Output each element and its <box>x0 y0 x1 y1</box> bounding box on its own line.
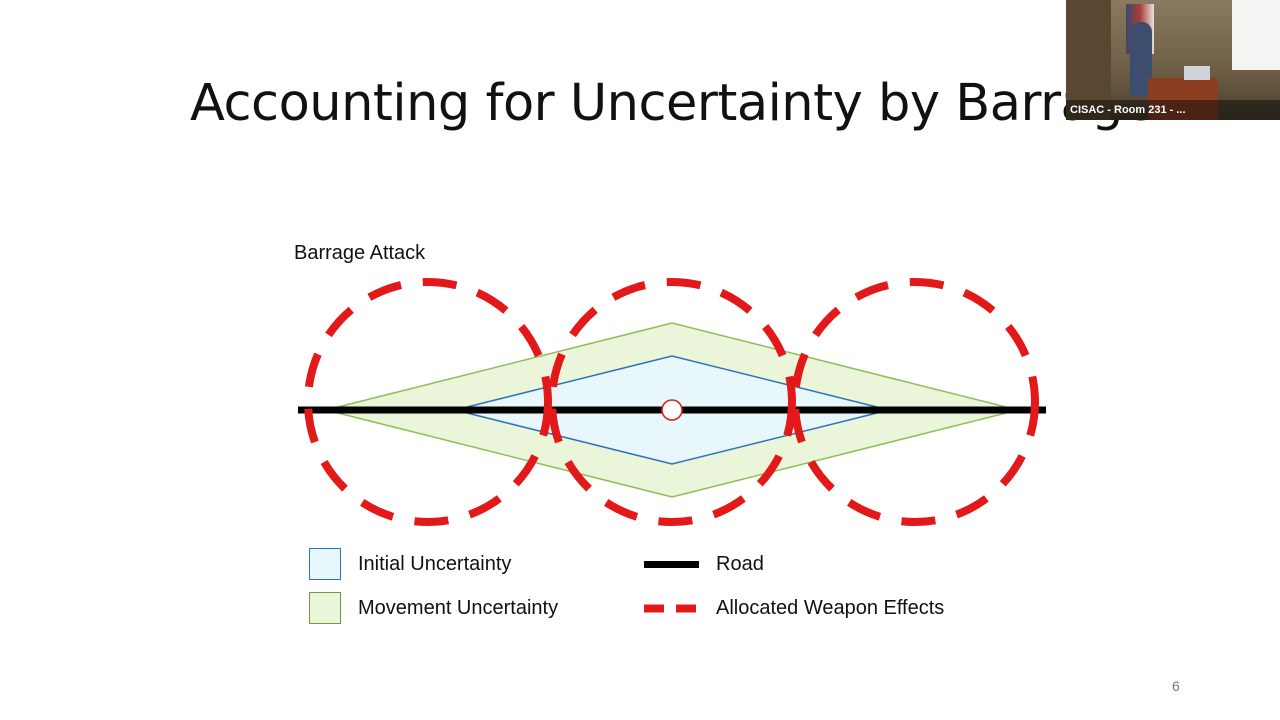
video-caption: CISAC - Room 231 - ... <box>1066 100 1280 120</box>
legend-label-movement: Movement Uncertainty <box>358 597 558 620</box>
legend-label-road: Road <box>716 553 764 576</box>
legend-label-weapon-effects: Allocated Weapon Effects <box>716 597 944 620</box>
video-inset: CISAC - Room 231 - ... <box>1066 0 1280 120</box>
video-laptop <box>1184 66 1210 80</box>
legend-label-initial: Initial Uncertainty <box>358 553 511 576</box>
page-number: 6 <box>1172 678 1180 694</box>
legend-swatch-initial <box>309 548 341 580</box>
legend-weapon-effects: Allocated Weapon Effects <box>644 591 944 625</box>
legend-initial-uncertainty: Initial Uncertainty <box>309 547 511 581</box>
legend-line-weapon-effects <box>644 604 699 613</box>
legend-movement-uncertainty: Movement Uncertainty <box>309 591 558 625</box>
legend-swatch-movement <box>309 592 341 624</box>
legend-line-road <box>644 561 699 568</box>
video-projection-screen <box>1232 0 1280 70</box>
target-center-marker <box>662 400 682 420</box>
legend-road: Road <box>644 547 764 581</box>
